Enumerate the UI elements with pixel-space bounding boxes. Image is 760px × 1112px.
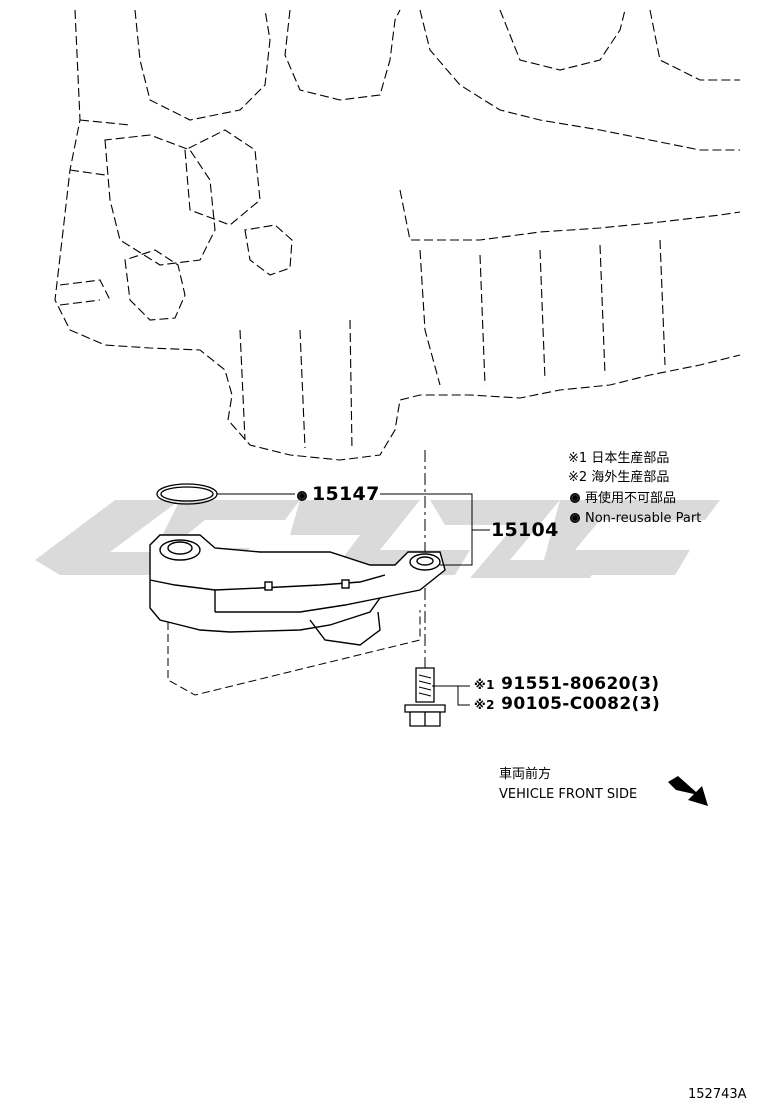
direction-label-jp: 車両前方 xyxy=(499,767,552,782)
bolt-number-1: 91551-80620(3) xyxy=(501,674,660,694)
nonreusable-dot-icon xyxy=(297,491,307,501)
engine-block xyxy=(54,9,741,461)
gasket-ring xyxy=(156,483,218,505)
callout-15147[interactable]: 15147 xyxy=(297,485,380,504)
bolt-number-2: 90105-C0082(3) xyxy=(501,694,661,714)
callout-bolt-2[interactable]: ※2 90105-C0082(3) xyxy=(474,696,660,713)
legend-note2-text: 海外生産部品 xyxy=(591,470,670,485)
bolt xyxy=(404,667,446,727)
legend-note2: ※2 海外生産部品 xyxy=(568,471,669,484)
legend-nonreusable-en: Non-reusable Part xyxy=(570,512,701,525)
front-arrow-icon xyxy=(668,776,708,806)
oil-strainer xyxy=(149,534,446,646)
leader-bolt xyxy=(432,685,470,706)
legend-nonreusable-jp: 再使用不可部品 xyxy=(570,492,676,505)
bolt-note1-mark: ※1 xyxy=(474,678,495,692)
nonreusable-dot-icon xyxy=(570,513,580,523)
direction-label-en: VEHICLE FRONT SIDE xyxy=(499,787,638,802)
illustration-id: 152743A xyxy=(688,1087,747,1102)
legend-note1: ※1 日本生産部品 xyxy=(568,452,669,465)
callout-bolt-1[interactable]: ※1 91551-80620(3) xyxy=(474,676,659,693)
callout-15104[interactable]: 15104 xyxy=(491,519,559,541)
leader-15104 xyxy=(380,493,490,566)
phantom-outline xyxy=(167,610,421,696)
nonreusable-dot-icon xyxy=(570,493,580,503)
legend-note1-mark: ※1 xyxy=(568,451,588,466)
legend-note1-text: 日本生産部品 xyxy=(591,451,670,466)
legend-note2-mark: ※2 xyxy=(568,470,588,485)
bolt-note2-mark: ※2 xyxy=(474,698,495,712)
